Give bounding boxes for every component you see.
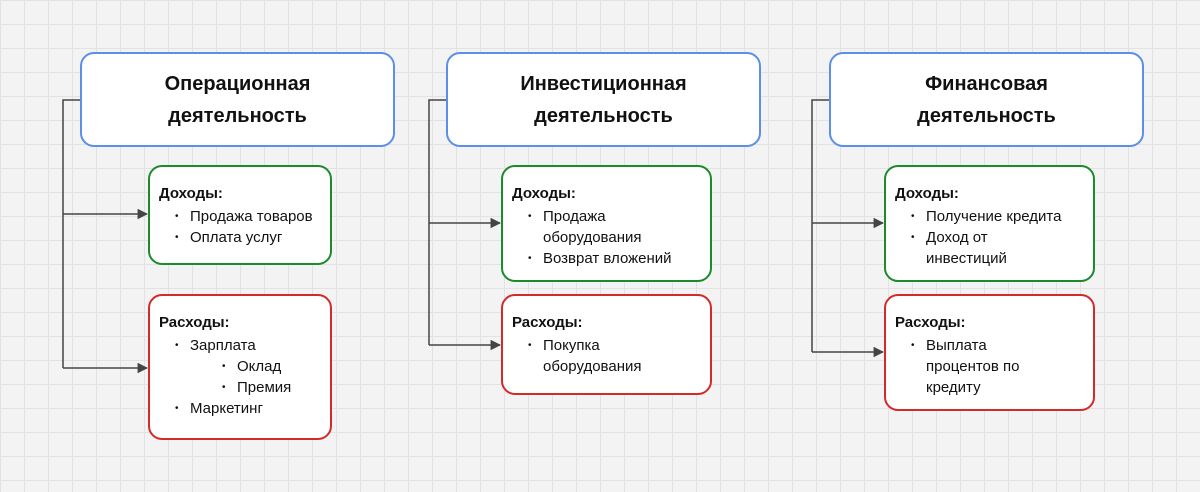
list-item: Выплата процентов по кредиту: [895, 335, 1036, 398]
expense-label: Расходы:: [512, 314, 583, 331]
list-item: Продажа товаров: [159, 206, 322, 227]
expense-box-financial[interactable]: Расходы: Выплата процентов по кредиту: [884, 294, 1095, 411]
list-item: Покупка оборудования: [512, 335, 673, 377]
income-label: Доходы:: [895, 185, 959, 202]
connector-trunk-financial: [811, 99, 829, 352]
header-title-operational: Операционная деятельность: [164, 72, 311, 127]
list-item: Зарплата: [159, 335, 322, 356]
header-card-investment[interactable]: Инвестиционная деятельность: [446, 52, 761, 147]
list-subitem: Оклад: [159, 356, 322, 377]
expense-box-operational[interactable]: Расходы: Зарплата Оклад Премия Маркетинг: [148, 294, 332, 440]
connector-trunk-operational: [62, 99, 80, 368]
list-item: Получение кредита: [895, 206, 1085, 227]
expense-box-investment[interactable]: Расходы: Покупка оборудования: [501, 294, 712, 395]
connector-trunk-investment: [428, 99, 446, 345]
expense-label: Расходы:: [159, 314, 230, 331]
income-label: Доходы:: [512, 185, 576, 202]
income-box-operational[interactable]: Доходы: Продажа товаров Оплата услуг: [148, 165, 332, 265]
income-box-investment[interactable]: Доходы: Продажа оборудования Возврат вло…: [501, 165, 712, 282]
list-item: Продажа оборудования: [512, 206, 673, 248]
income-label: Доходы:: [159, 185, 223, 202]
list-item: Возврат вложений: [512, 248, 702, 269]
header-title-financial: Финансовая деятельность: [917, 72, 1056, 127]
income-box-financial[interactable]: Доходы: Получение кредита Доход от инвес…: [884, 165, 1095, 282]
list-subitem: Премия: [159, 377, 322, 398]
expense-label: Расходы:: [895, 314, 966, 331]
list-item: Оплата услуг: [159, 227, 322, 248]
list-item: Доход от инвестиций: [895, 227, 1026, 269]
header-card-operational[interactable]: Операционная деятельность: [80, 52, 395, 147]
header-card-financial[interactable]: Финансовая деятельность: [829, 52, 1144, 147]
list-item: Маркетинг: [159, 398, 322, 419]
header-title-investment: Инвестиционная деятельность: [520, 72, 687, 127]
